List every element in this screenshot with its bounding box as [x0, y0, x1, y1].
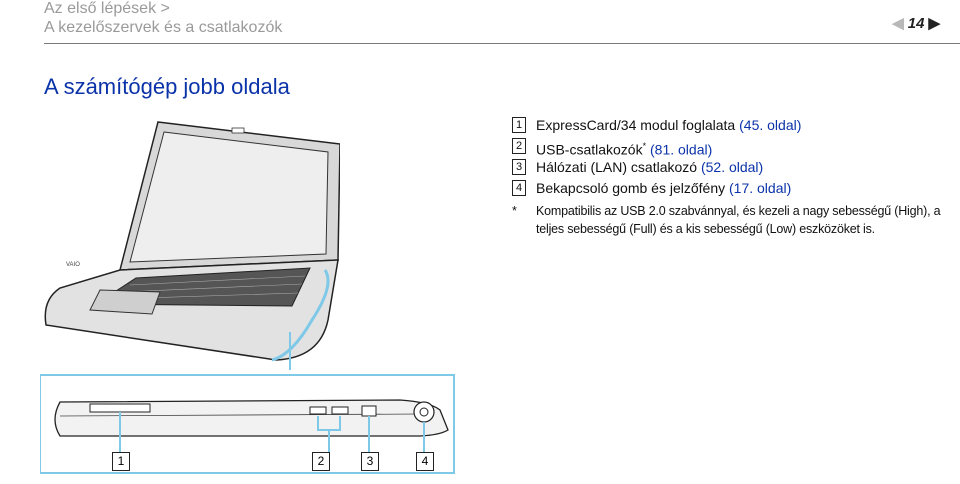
breadcrumb-parent[interactable]: Az első lépések > — [44, 0, 170, 17]
svg-text:VAIO: VAIO — [66, 262, 80, 268]
component-list: 1 ExpressCard/34 modul foglalata (45. ol… — [512, 116, 952, 200]
item-label: Bekapcsoló gomb és jelzőfény — [536, 180, 726, 196]
page-number: 14 — [907, 14, 925, 32]
side-view-illustration — [40, 374, 455, 474]
page-reference-link[interactable]: (17. oldal) — [729, 180, 792, 196]
page-reference-link[interactable]: (45. oldal) — [739, 117, 802, 133]
header-divider — [44, 43, 960, 44]
list-item: 2 USB-csatlakozók* (81. oldal) — [512, 137, 952, 158]
footnote-star: * — [512, 204, 517, 218]
page-reference-link[interactable]: (52. oldal) — [700, 159, 764, 175]
prev-page-arrow-icon[interactable]: ◀ — [892, 15, 904, 32]
item-label: ExpressCard/34 modul foglalata — [536, 117, 736, 133]
item-number-badge: 1 — [512, 117, 526, 133]
item-number-badge: 4 — [512, 180, 526, 196]
laptop-illustration: VAIO — [44, 121, 340, 370]
next-page-arrow-icon[interactable]: ▶ — [928, 15, 940, 32]
page-navigation: ◀ 14 ▶ — [892, 14, 940, 33]
callout-label-expresscard: 1 — [112, 452, 130, 471]
page-reference-link[interactable]: (81. oldal) — [650, 141, 713, 158]
list-item: 4 Bekapcsoló gomb és jelzőfény (17. olda… — [512, 179, 952, 200]
item-number-badge: 3 — [512, 159, 526, 175]
list-item: 3 Hálózati (LAN) csatlakozó (52. oldal) — [512, 158, 952, 179]
item-label: Hálózati (LAN) csatlakozó — [536, 159, 698, 175]
section-title: A számítógép jobb oldala — [44, 74, 290, 99]
breadcrumb-current[interactable]: A kezelőszervek és a csatlakozók — [44, 19, 283, 36]
footnote-text: Kompatibilis az USB 2.0 szabvánnyal, és … — [536, 204, 941, 236]
list-item: 1 ExpressCard/34 modul foglalata (45. ol… — [512, 116, 952, 137]
footnote-marker: * — [642, 141, 647, 151]
callout-label-usb: 2 — [312, 452, 330, 471]
callout-label-lan: 3 — [361, 452, 379, 471]
callout-label-power: 4 — [416, 452, 434, 471]
item-number-badge: 2 — [512, 138, 526, 154]
item-label: USB-csatlakozók — [536, 141, 643, 158]
